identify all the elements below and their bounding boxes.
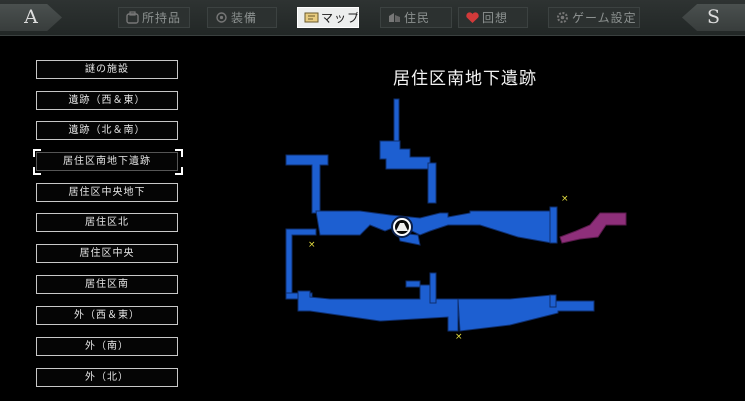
- bag-icon: [126, 11, 139, 24]
- equipment-icon: [216, 12, 227, 23]
- tab-residents[interactable]: 住民: [380, 7, 452, 28]
- area-button-0[interactable]: 謎の施設: [36, 60, 178, 79]
- unexplored-area: [559, 212, 627, 244]
- area-button-10[interactable]: 外（北）: [36, 368, 178, 387]
- map-room: [549, 294, 557, 308]
- next-tab-key[interactable]: S: [682, 4, 745, 31]
- tab-label: 所持品: [142, 11, 182, 25]
- map-icon: [304, 12, 319, 23]
- tab-equipment[interactable]: 装備: [207, 7, 277, 28]
- area-button-6[interactable]: 居住区中央: [36, 244, 178, 263]
- area-button-2[interactable]: 遺跡（北＆南）: [36, 121, 178, 140]
- explored-rooms: [285, 98, 595, 332]
- tab-label: 住民: [404, 11, 431, 25]
- area-button-1[interactable]: 遺跡（西＆東）: [36, 91, 178, 110]
- area-button-8[interactable]: 外（西＆東）: [36, 306, 178, 325]
- tab-memories[interactable]: 回想: [458, 7, 528, 28]
- top-nav-bar: A 所持品 装備 マップ 住民 回想: [0, 0, 745, 36]
- tab-game-settings[interactable]: ゲーム設定: [548, 7, 640, 28]
- map-room: [379, 140, 431, 170]
- residents-icon: [389, 13, 400, 22]
- area-button-5[interactable]: 居住区北: [36, 213, 178, 232]
- area-button-4[interactable]: 居住区中央地下: [36, 183, 178, 202]
- tab-label: 装備: [231, 11, 258, 25]
- map-room: [393, 98, 400, 146]
- tab-map[interactable]: マップ: [297, 7, 359, 28]
- map-room: [549, 206, 558, 244]
- tab-label: ゲーム設定: [572, 11, 637, 25]
- tab-inventory[interactable]: 所持品: [118, 7, 190, 28]
- exit-marker-icon: ×: [308, 240, 316, 250]
- exit-marker-icon: ×: [455, 332, 463, 342]
- prev-tab-key[interactable]: A: [0, 4, 62, 31]
- gear-icon: [557, 12, 568, 23]
- area-map: × × ×: [285, 98, 627, 342]
- tab-label: マップ: [321, 11, 359, 25]
- map-room: [429, 272, 437, 304]
- heart-icon: [466, 12, 479, 23]
- tab-label: 回想: [482, 11, 509, 25]
- area-button-9[interactable]: 外（南）: [36, 337, 178, 356]
- area-button-3[interactable]: 居住区南地下遺跡: [36, 152, 178, 171]
- map-room: [285, 154, 329, 214]
- map-title: 居住区南地下遺跡: [393, 69, 537, 89]
- player-marker-icon: [391, 216, 413, 238]
- area-button-7[interactable]: 居住区南: [36, 275, 178, 294]
- map-room: [427, 162, 437, 204]
- exit-marker-icon: ×: [561, 194, 569, 204]
- map-room: [457, 294, 595, 332]
- map-room: [405, 280, 421, 288]
- map-room: [315, 210, 553, 244]
